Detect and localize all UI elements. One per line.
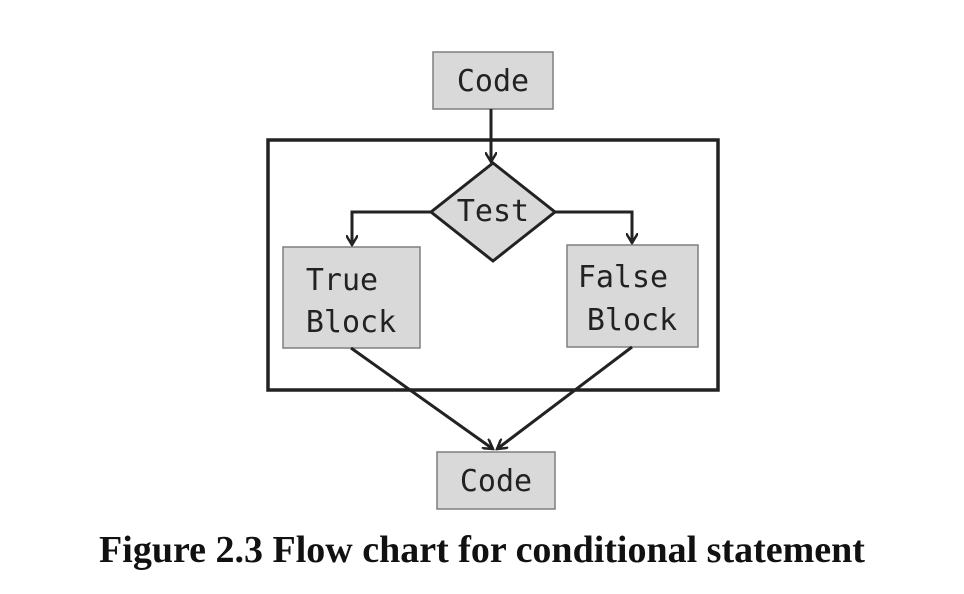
- figure-caption: Figure 2.3 Flow chart for conditional st…: [99, 529, 865, 571]
- code-top-label: Code: [457, 64, 529, 99]
- arrow-test-to-false: [555, 210, 632, 243]
- arrow-test-to-true: [352, 210, 431, 245]
- code-bottom-box: [436, 451, 556, 510]
- true-block-label: True Block: [306, 263, 396, 340]
- false-block-label: False Block: [578, 260, 686, 338]
- false-block-box: [566, 244, 699, 348]
- arrow-true-to-code: [350, 346, 493, 449]
- arrow-false-to-code: [497, 345, 633, 449]
- false-block-line-2: Block: [587, 303, 677, 338]
- true-block-line-2: Block: [306, 305, 396, 340]
- code-bottom-label: Code: [460, 464, 532, 499]
- code-top-box: [432, 51, 554, 110]
- conditional-frame: [266, 138, 720, 392]
- test-label: Test: [457, 194, 529, 229]
- false-block-line-1: False: [578, 260, 668, 295]
- true-block-line-1: True: [306, 263, 378, 298]
- test-diamond: [428, 161, 558, 263]
